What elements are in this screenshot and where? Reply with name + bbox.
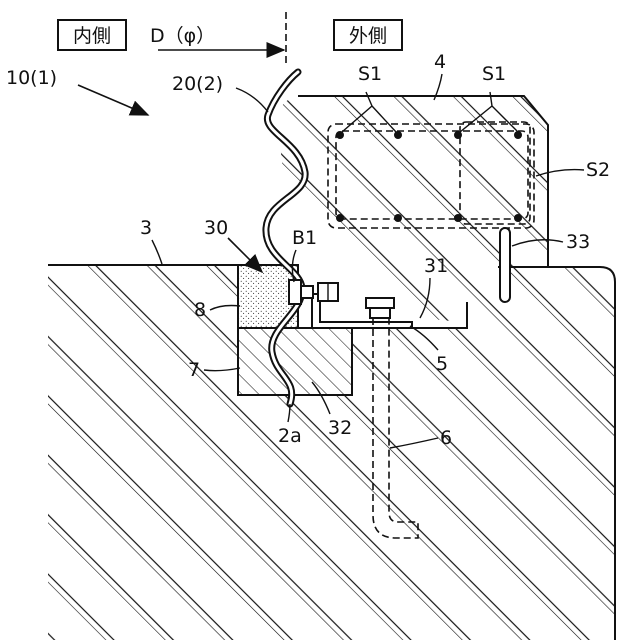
ref-2a: 2a bbox=[278, 425, 302, 447]
ref-6: 6 bbox=[440, 427, 452, 449]
ref-5: 5 bbox=[436, 353, 448, 375]
ref-20-2: 20(2) bbox=[172, 73, 223, 95]
outer-side-label: 外側 bbox=[349, 25, 387, 47]
ref-10-1-arrow bbox=[78, 85, 148, 115]
ref-3: 3 bbox=[140, 217, 152, 239]
ref-s2: S2 bbox=[586, 159, 610, 181]
ref-3-leader bbox=[152, 240, 162, 264]
bottom-block bbox=[238, 328, 352, 395]
ref-s1-left: S1 bbox=[358, 63, 382, 85]
ref-32: 32 bbox=[328, 417, 352, 439]
ref-4: 4 bbox=[434, 51, 446, 73]
ref-30: 30 bbox=[204, 217, 228, 239]
pin-33 bbox=[500, 228, 510, 302]
ref-7: 7 bbox=[188, 359, 200, 381]
anchor-nut bbox=[366, 298, 394, 318]
ref-20-2-leader bbox=[236, 88, 268, 112]
ref-10-1: 10(1) bbox=[6, 67, 57, 89]
ref-8: 8 bbox=[194, 299, 206, 321]
ref-b1: B1 bbox=[292, 227, 317, 249]
ref-31: 31 bbox=[424, 255, 448, 277]
ref-33: 33 bbox=[566, 231, 590, 253]
ref-s1-right: S1 bbox=[482, 63, 506, 85]
diameter-label: D（φ） bbox=[150, 25, 215, 47]
inner-side-label: 内側 bbox=[73, 25, 111, 47]
